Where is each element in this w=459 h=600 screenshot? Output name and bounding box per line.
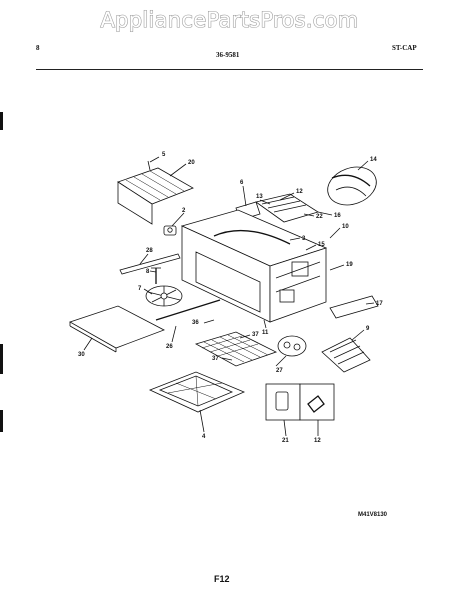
- callout-label: 12: [314, 438, 321, 444]
- callout-label: 7: [138, 286, 142, 292]
- callout-label: 26: [166, 344, 173, 350]
- callout-label: 8: [146, 269, 150, 275]
- callout-label: 10: [342, 224, 349, 230]
- leader-lines: [83, 156, 375, 437]
- part-boxed-components: [265, 383, 335, 421]
- watermark: AppliancePartsPros.com: [100, 7, 359, 32]
- part-round-element: [277, 335, 307, 357]
- callout-label: 14: [370, 157, 377, 163]
- scan-edge-mark: [0, 112, 3, 130]
- callout-label: 4: [202, 434, 206, 440]
- callout-label: 28: [146, 248, 153, 254]
- header-rule: [36, 69, 423, 70]
- header-model-number: 36-9581: [216, 51, 240, 59]
- callout-label: 21: [282, 438, 289, 444]
- callout-label: 15: [318, 242, 325, 248]
- callout-label: 3: [302, 236, 306, 242]
- callout-label: 20: [188, 160, 195, 166]
- part-broiler-pan: [148, 371, 246, 413]
- part-screw: [151, 267, 161, 284]
- callout-label: 37: [212, 356, 219, 362]
- callout-labels: 5 20 14 6 12 13 2 22 16 10 3 15 28 8 19 …: [78, 152, 383, 444]
- scan-edge-mark: [0, 344, 3, 374]
- part-top-vent-panel: [117, 160, 194, 225]
- scan-edge-mark: [0, 410, 3, 432]
- callout-label: 5: [162, 152, 166, 158]
- callout-label: 27: [276, 368, 283, 374]
- header-model-suffix: ST-CAP: [392, 44, 417, 52]
- callout-label: 6: [240, 180, 244, 186]
- part-duct-piece: [329, 295, 379, 319]
- callout-label: 12: [296, 189, 303, 195]
- callout-label: 22: [316, 214, 323, 220]
- callout-label: 9: [366, 326, 370, 332]
- callout-label: 13: [256, 194, 263, 200]
- callout-label: 17: [376, 301, 383, 307]
- part-round-filter: [327, 166, 377, 206]
- part-louvered-bracket: [321, 337, 371, 373]
- part-oven-rack: [194, 331, 278, 367]
- part-oven-cabinet: [180, 209, 328, 323]
- callout-label: 37: [252, 332, 259, 338]
- part-small-bracket: [163, 225, 177, 236]
- callout-label: 36: [192, 320, 199, 326]
- part-glass-tray: [69, 305, 165, 353]
- callout-label: 30: [78, 352, 85, 358]
- part-fan-blade: [145, 285, 183, 307]
- callout-label: 11: [262, 330, 269, 336]
- part-rail-strip: [119, 253, 181, 275]
- page-number: F12: [214, 574, 230, 584]
- part-rod: [155, 299, 221, 321]
- callout-label: 19: [346, 262, 353, 268]
- diagram-code: M41V8130: [358, 512, 388, 518]
- callout-label: 2: [182, 208, 186, 214]
- header-left-code: 8: [36, 44, 40, 52]
- callout-label: 16: [334, 213, 341, 219]
